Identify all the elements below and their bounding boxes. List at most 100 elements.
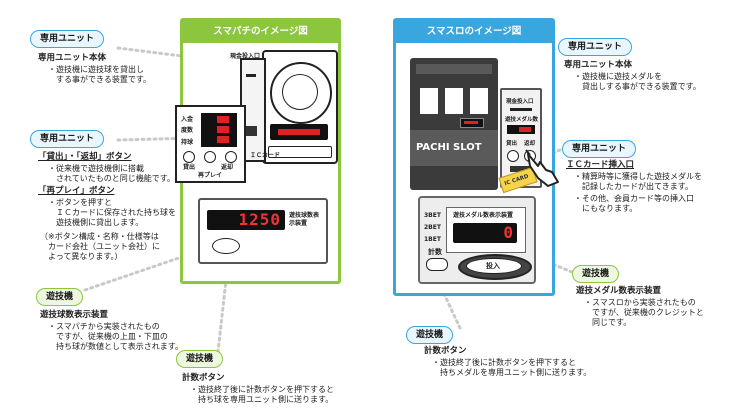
slot-rent-label: 貸出 [506,141,518,147]
left-machine1-line-3: 持ち球が数値として表示されます。 [48,342,183,351]
slot-display-frame: 遊技メダル数表示装置 0 [446,207,526,253]
slot-cash-slot-mark [510,108,532,111]
left-machine2-title: 計数ボタン [182,373,225,383]
left-unit-title: 専用ユニット本体 [38,53,107,63]
slot-display-label: 遊技メダル数表示装置 [453,212,514,219]
slot-card-slot [510,166,532,172]
pachi-return-label: 返却 [221,164,234,171]
pachi-replay-button[interactable] [204,151,216,163]
slot-small-display [460,118,484,128]
right-machine-tag-1: 遊技機 [572,265,620,283]
slot-count-button[interactable] [426,258,448,271]
slot-machine-body: PACHI SLOT [410,58,498,190]
pachi-ic-card-label: ＩＣカード [250,152,281,159]
slot-title: スマスロのイメージ図 [396,21,552,43]
pachi-dial [270,62,332,124]
right-machine2-title: 計数ボタン [424,346,467,356]
hand-pointer-icon [525,149,559,187]
slot-return-label: 返却 [524,141,536,147]
slot-small-led [464,121,478,124]
pachi-led-3 [217,136,229,143]
right-ic-line-3: ・その他、会員カード等の挿入口 [574,194,694,203]
slot-cash-slot-label: 現金投入口 [506,99,534,105]
right-ic-line-2: 記録したカードが出てきます。 [574,182,693,191]
pachi-tray [270,124,328,140]
slot-display-digits: 0 [503,223,513,242]
right-unit-line-1: ・遊技機に遊技メダルを [574,72,662,81]
slot-display-screen: 0 [453,223,517,243]
slot-top-panel [416,64,492,74]
right-machine1-line-1: ・スマスロから実装されたもの [584,298,696,307]
left-btn2-title: 「再プレイ」ボタン [38,186,115,196]
pachi-card-slot [245,126,257,136]
slot-display-box: 遊技メダル数表示装置 0 3BET 2BET 1BET 計数 投入 [418,196,536,284]
left-btn1-line-1: ・従来機で遊技機側に搭載 [48,164,144,173]
pachi-label-deposit: 入金 [181,116,194,123]
pachi-rent-label: 貸出 [183,164,196,171]
right-unit-line-2: 貸出しする事ができる装置です。 [574,82,701,91]
pachi-count-button[interactable] [212,238,240,254]
right-ic-line-1: ・精算時等に獲得した遊技メダルを [574,172,702,181]
pachi-replay-label: 再プレイ [198,172,223,179]
left-btn1-line-2: されていたものと同じ機能です。 [48,174,175,183]
slot-reel-2 [445,88,463,114]
left-machine-tag-1: 遊技機 [36,288,84,306]
slot-reel-3 [470,88,488,114]
pachi-cash-slot-label: 現金投入口 [230,53,261,60]
pachi-return-button[interactable] [225,151,237,163]
pachi-cash-slot-mark [246,74,256,77]
left-unit-tag-1: 専用ユニット [30,30,105,48]
right-machine1-line-3: 同じです。 [584,318,632,327]
slot-bet-2: 2BET [424,224,441,231]
right-machine-tag-2: 遊技機 [406,326,454,344]
right-unit-title: 専用ユニット本体 [564,60,633,70]
left-btn2-line-1: ・ボタンを押すと [48,198,112,207]
right-machine2-line-2: 持ちメダルを専用ユニット側に送ります。 [432,368,592,377]
left-machine1-title: 遊技球数表示装置 [40,310,109,320]
pachi-label-balls: 持球 [181,139,194,146]
pachi-rent-button[interactable] [183,151,195,163]
slot-rent-button[interactable] [507,150,519,162]
pachi-title: スマパチのイメージ図 [183,21,338,43]
slot-unit-led [519,127,531,132]
left-machine-tag-2: 遊技機 [176,350,224,368]
left-note-line-3: よって異なります。） [40,252,123,261]
right-ic-line-4: にもなります。 [574,204,638,213]
pachi-led-2 [217,126,229,133]
pachi-unit-display [201,113,237,147]
left-machine2-line-1: ・遊技終了後に計数ボタンを押下すると [190,385,334,394]
right-unit-tag-1: 専用ユニット [558,38,633,56]
slot-unit-display [507,125,535,134]
slot-medal-label: 遊技メダル数 [505,117,539,123]
slot-count-label: 計数 [428,248,442,256]
left-note-line-1: （※ボタン構成・名称・仕様等は [40,232,159,241]
pachi-label-credit: 度数 [181,127,194,134]
left-unit-tag-2: 専用ユニット [30,130,105,148]
right-machine2-line-1: ・遊技終了後に計数ボタンを押下すると [432,358,576,367]
pachi-lower-tray [268,146,332,158]
slot-insert-button-face: 投入 [466,258,522,274]
slot-brand-text: PACHI SLOT [416,142,482,153]
pachi-display-box: 1250 遊技球数表示装置 [198,198,328,264]
slot-bet-1: 1BET [424,236,441,243]
slot-insert-label: 投入 [486,262,500,270]
pachi-unit-panel: 入金 度数 持球 貸出 返却 再プレイ [175,105,246,183]
slot-brand-panel: PACHI SLOT [410,130,498,166]
left-machine1-line-2: ですが、従来機の上皿・下皿の [48,332,168,341]
pachi-display-digits: 1250 [238,210,281,229]
pachi-display-label: 遊技球数表示装置 [289,212,320,227]
right-unit-tag-2: 専用ユニット [562,140,637,158]
left-machine1-line-1: ・スマパチから実装されたもの [48,322,160,331]
slot-bet-3: 3BET [424,212,441,219]
right-machine1-line-2: ですが、従来機のクレジットと [584,308,704,317]
pachi-display-screen: 1250 [207,210,285,230]
left-unit-line-2: する事ができる装置です。 [48,75,152,84]
right-ic-title: ＩＣカード挿入口 [566,160,635,170]
left-btn2-line-2: ＩＣカードに保存された持ち球を [48,208,176,217]
left-note-line-2: カード会社（ユニット会社）に [40,242,160,251]
slot-reel-1 [420,88,438,114]
slot-insert-button[interactable]: 投入 [458,254,532,280]
pachi-led-1 [217,116,229,123]
left-unit-line-1: ・遊技機に遊技球を貸出し [48,65,144,74]
left-machine2-line-2: 持ち球を専用ユニット側に送ります。 [190,395,334,404]
